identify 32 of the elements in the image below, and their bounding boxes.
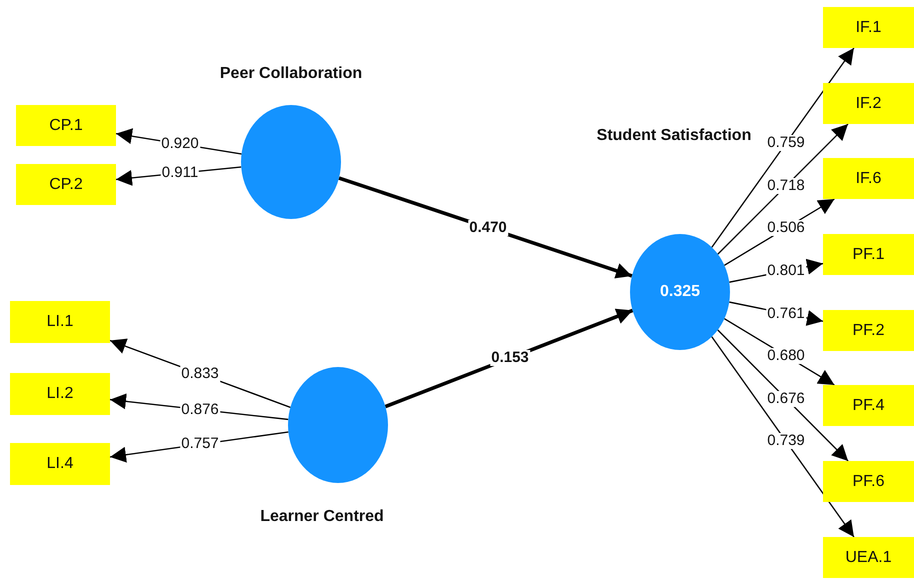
indicator-box: PF.1 bbox=[823, 234, 914, 275]
arrow bbox=[711, 48, 854, 248]
indicator-box: LI.2 bbox=[10, 373, 110, 415]
arrow bbox=[711, 336, 854, 538]
indicator-box: PF.4 bbox=[823, 385, 914, 426]
path-coefficient: 0.718 bbox=[766, 178, 806, 194]
arrow bbox=[717, 124, 848, 255]
indicator-box: CP.1 bbox=[16, 105, 116, 146]
indicator-box: IF.1 bbox=[823, 7, 914, 48]
indicator-box: CP.2 bbox=[16, 164, 116, 205]
indicator-box: PF.2 bbox=[823, 310, 914, 351]
path-coefficient: 0.676 bbox=[766, 390, 806, 407]
path-coefficient: 0.801 bbox=[766, 262, 806, 279]
path-coefficient: 0.833 bbox=[180, 366, 220, 382]
path-coefficient: 0.680 bbox=[766, 348, 806, 364]
indicator-box: LI.1 bbox=[10, 301, 110, 343]
indicator-box: LI.4 bbox=[10, 443, 110, 485]
construct-name: Learner Centred bbox=[260, 508, 384, 526]
indicator-box: IF.6 bbox=[823, 158, 914, 199]
path-coefficient: 0.153 bbox=[490, 350, 530, 366]
path-coefficient: 0.739 bbox=[766, 433, 806, 450]
construct-name: Student Satisfaction bbox=[596, 127, 752, 145]
arrow bbox=[717, 330, 849, 462]
r-squared-value: 0.325 bbox=[660, 283, 700, 301]
indicator-box: PF.6 bbox=[823, 461, 914, 502]
path-coefficient: 0.506 bbox=[766, 220, 806, 236]
indicator-box: UEA.1 bbox=[823, 537, 914, 578]
construct-name: Peer Collaboration bbox=[220, 65, 362, 83]
path-coefficient: 0.470 bbox=[468, 220, 508, 236]
path-coefficient: 0.759 bbox=[766, 135, 806, 152]
arrow bbox=[338, 176, 633, 278]
indicator-box: IF.2 bbox=[823, 83, 914, 124]
